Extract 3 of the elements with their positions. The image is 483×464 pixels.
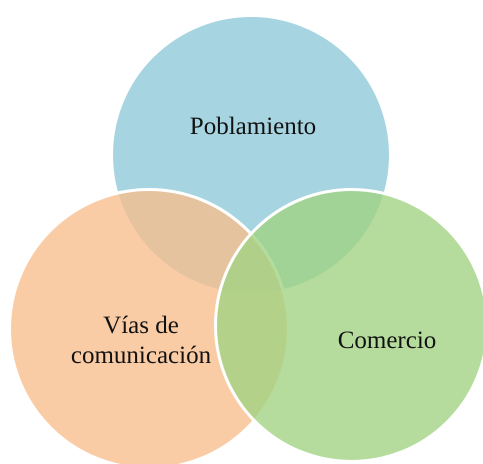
circle-label: Vías de comunicación [70,311,212,371]
circle-label: Poblamiento [188,112,318,142]
circle-label: Comercio [336,326,438,356]
